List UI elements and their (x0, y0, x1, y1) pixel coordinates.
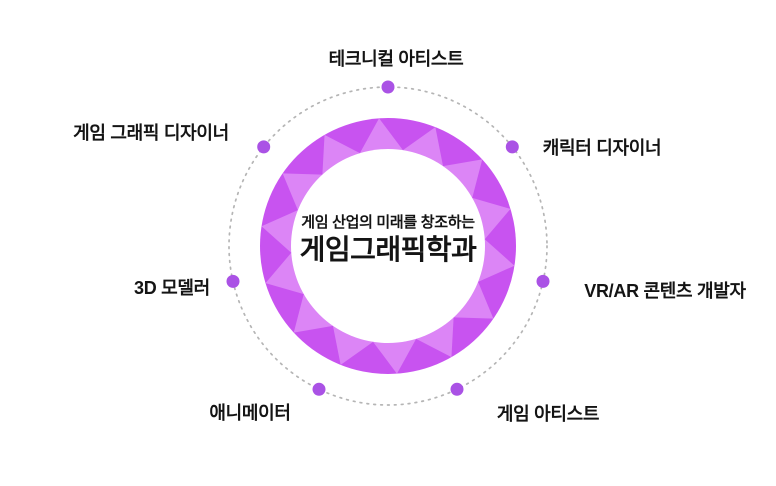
role-label-animator: 애니메이터 (209, 403, 291, 423)
role-label-game-artist: 게임 아티스트 (496, 404, 600, 424)
orbit-dotted-circle (228, 86, 548, 406)
role-dot-3d-modeler (226, 274, 240, 288)
role-dot-game-graphic-designer (257, 140, 271, 154)
role-label-vr-ar-developer: VR/AR 콘텐츠 개발자 (584, 281, 746, 301)
ring-inner-core (291, 149, 485, 343)
ring-triangle-pattern (261, 118, 515, 374)
role-label-3d-modeler: 3D 모델러 (134, 278, 210, 298)
department-tagline: 게임 산업의 미래를 창조하는 (301, 214, 475, 231)
department-title: 게임그래픽학과 (299, 234, 477, 265)
role-dot-game-artist (450, 382, 464, 396)
role-label-character-designer: 캐릭터 디자이너 (542, 138, 662, 158)
role-label-technical-artist: 테크니컬 아티스트 (328, 49, 464, 69)
role-dot-technical-artist (381, 80, 395, 94)
role-dot-animator (312, 382, 326, 396)
role-dot-character-designer (505, 140, 519, 154)
ring-graphic (260, 118, 516, 374)
center-text-block: 게임 산업의 미래를 창조하는 게임그래픽학과 (300, 213, 477, 267)
role-dot-vr-ar-developer (536, 274, 550, 288)
role-label-game-graphic-designer: 게임 그래픽 디자이너 (73, 123, 229, 143)
